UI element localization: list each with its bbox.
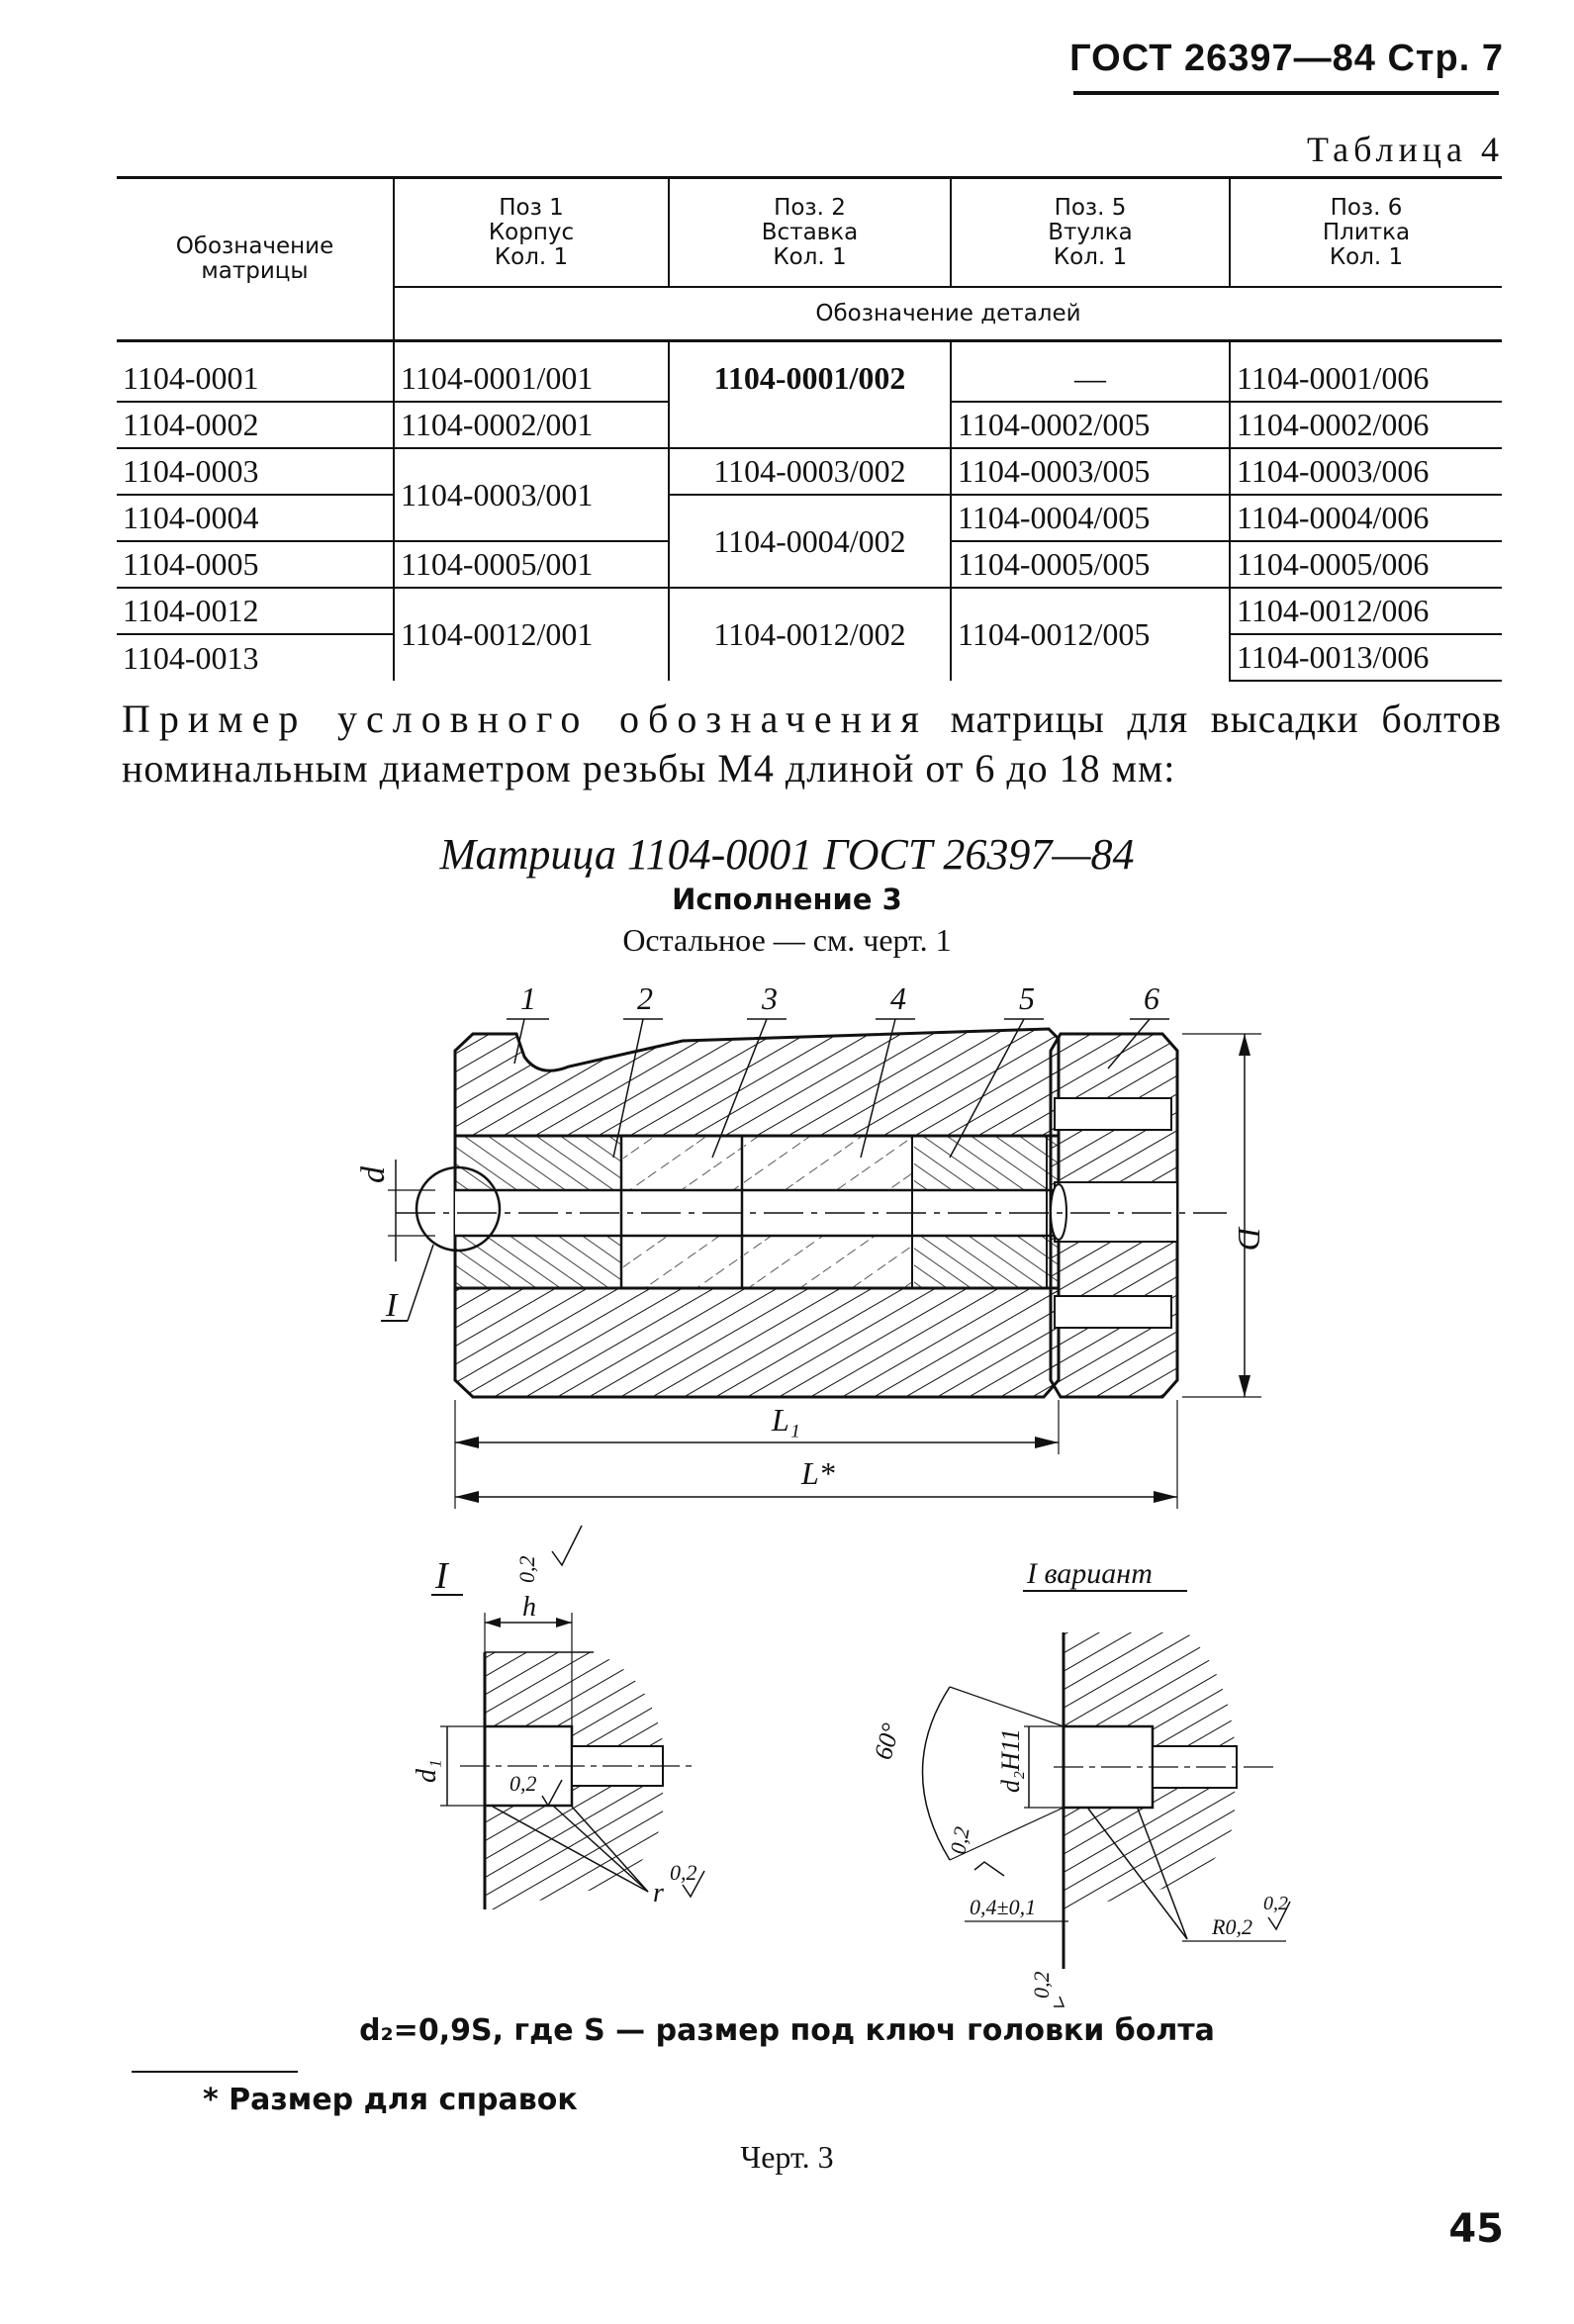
header-rule (1073, 91, 1499, 95)
dim-L1: L₁ (771, 1402, 800, 1438)
table-cell-pos5: — (950, 356, 1230, 403)
col-qty: Кол. 1 (1329, 243, 1404, 270)
detail-left-d1: d₁ (412, 1759, 442, 1783)
col-pos: Поз. 6 (1330, 194, 1403, 221)
table-cell-pos1: 1104-0001/001 (393, 356, 669, 403)
detail-left-rough-in: 0,2 (509, 1771, 537, 1796)
col-pos: Поз. 2 (774, 194, 846, 221)
detail-right-rough-left: 0,2 (945, 1824, 973, 1855)
col-qty: Кол. 1 (773, 243, 847, 270)
figure-caption: Черт. 3 (740, 2139, 834, 2175)
table-4: Обозначение матрицы Поз 1 Корпус Кол. 1 … (117, 176, 1502, 682)
table-cell-pos1: 1104-0003/001 (393, 448, 669, 542)
variant-title: Исполнение 3 (672, 883, 902, 916)
col-header-pos1: Поз 1 Корпус Кол. 1 (393, 176, 669, 287)
example-designation: Матрица 1104-0001 ГОСТ 26397—84 (439, 830, 1135, 879)
table-cell-pos6: 1104-0013/006 (1229, 634, 1502, 682)
table-cell-designation: 1104-0013 (123, 639, 259, 676)
detail-right: I вариант d₂H11 60° 0,2 0,4±0,1 R0,2 0,2… (869, 1557, 1291, 2007)
detail-left-rough-r: 0,2 (670, 1860, 697, 1885)
example-paragraph: Пример условного обозначения матрицы для… (122, 695, 1502, 793)
col-name: Корпус (488, 219, 575, 245)
col-pos: Поз. 5 (1054, 194, 1127, 221)
col-qty: Кол. 1 (1053, 243, 1128, 270)
detail-right-chamfer: 0,4±0,1 (970, 1895, 1036, 1919)
table-cell-pos2: 1104-0012/002 (668, 588, 951, 681)
table-cell-pos6: 1104-0012/006 (1229, 588, 1502, 635)
table-cell-designation: 1104-0003 (117, 448, 394, 496)
table-cell-designation: 1104-0001 (117, 356, 394, 403)
position-3: 3 (761, 980, 778, 1016)
formula-d2: d₂=0,9S, где S — размер под ключ головки… (359, 2013, 1215, 2048)
table-cell-pos5: 1104-0003/005 (950, 448, 1230, 496)
page-header: ГОСТ 26397—84 Стр. 7 (1069, 38, 1504, 79)
table-cell-pos6: 1104-0005/006 (1229, 541, 1502, 589)
table-cell-pos6: 1104-0004/006 (1229, 495, 1502, 542)
position-6: 6 (1144, 980, 1159, 1016)
other-note: Остальное — см. черт. 1 (622, 922, 952, 958)
position-2: 2 (637, 980, 653, 1016)
position-leaders (507, 1018, 1169, 1159)
col-qty: Кол. 1 (494, 243, 569, 270)
table-cell-designation: 1104-0002 (117, 402, 394, 449)
col-name: Втулка (1048, 219, 1133, 245)
table-cell-pos1: 1104-0002/001 (393, 402, 669, 449)
detail-right-angle: 60° (869, 1720, 905, 1763)
footnote-rule (132, 2071, 298, 2073)
table-cell-pos5: 1104-0002/005 (950, 402, 1230, 449)
detail-right-rough-bottom: 0,2 (1029, 1972, 1054, 1999)
detail-right-d2: d₂H11 (996, 1728, 1025, 1793)
col-header-pos6: Поз. 6 Плитка Кол. 1 (1229, 176, 1502, 287)
table-cell-designation: 1104-0005 (117, 541, 394, 589)
position-4: 4 (890, 980, 906, 1016)
paragraph-spaced: Пример условного обозначения (122, 697, 928, 741)
paragraph-rest: матрицы для высадки болтов номинальным д… (122, 697, 1502, 790)
col-name: Плитка (1322, 219, 1411, 245)
detail-left-r: r (653, 1878, 664, 1908)
table-cell-pos5: 1104-0005/005 (950, 541, 1230, 589)
col-header-pos2: Поз. 2 Вставка Кол. 1 (668, 176, 951, 287)
table-cell-pos1: 1104-0012/001 (393, 588, 669, 681)
position-1: 1 (520, 980, 536, 1016)
detail-right-label: I вариант (1026, 1557, 1153, 1590)
col-name: Вставка (761, 219, 859, 245)
col-header-pos5: Поз. 5 Втулка Кол. 1 (950, 176, 1230, 287)
detail-right-rough-r: R0,2 (1211, 1914, 1252, 1939)
table-cell-pos6: 1104-0003/006 (1229, 448, 1502, 496)
table-cell-designation: 1104-0004 (117, 495, 394, 542)
table-cell-designation: 1104-0012 (117, 588, 394, 635)
page-number: 45 (1448, 2206, 1504, 2252)
table-cell-pos2: 1104-0004/002 (668, 495, 951, 589)
subheader: Обозначение деталей (393, 286, 1502, 342)
table-cell-pos5: 1104-0012/005 (950, 588, 1230, 681)
table-cell-pos2: 1104-0001/002 (668, 356, 951, 448)
table-cell-pos6: 1104-0001/006 (1229, 356, 1502, 403)
dim-d: d (355, 1165, 392, 1183)
detail-right-rough-r-val: 0,2 (1263, 1893, 1288, 1914)
table-caption: Таблица 4 (1307, 130, 1504, 169)
detail-left-label: I (434, 1555, 450, 1597)
table-cell-pos2: 1104-0003/002 (668, 447, 951, 496)
view-label: I (385, 1287, 399, 1324)
col-pos: Поз 1 (499, 194, 564, 221)
dim-L: L* (800, 1455, 835, 1491)
detail-left: I h 0,2 d₁ 0,2 r 0,2 (412, 1525, 705, 1909)
detail-left-rough-top: 0,2 (514, 1556, 539, 1584)
table-cell-pos5: 1104-0004/005 (950, 495, 1230, 542)
plate (1049, 1032, 1179, 1399)
table-cell-pos1: 1104-0005/001 (393, 541, 669, 589)
stub-header: Обозначение матрицы (117, 176, 394, 342)
table-cell-pos6: 1104-0002/006 (1229, 402, 1502, 449)
die-body (453, 1027, 1061, 1399)
detail-left-h: h (522, 1592, 536, 1623)
dim-D: D (1232, 1226, 1267, 1250)
position-5: 5 (1019, 980, 1035, 1016)
detail-circle (415, 1165, 502, 1253)
footnote: * Размер для справок (203, 2083, 578, 2117)
